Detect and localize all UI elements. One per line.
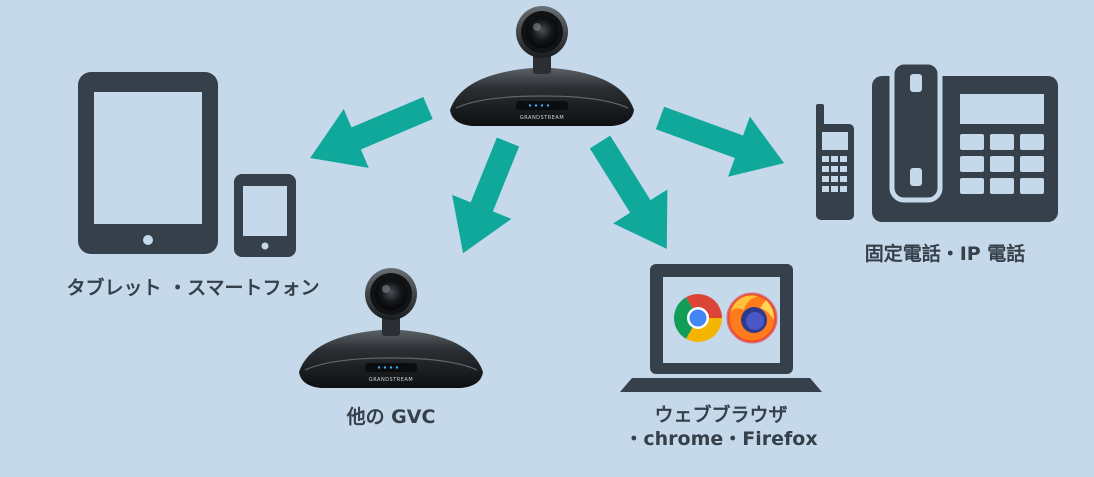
phones-label: 固定電話・IP 電話 <box>864 243 1026 265</box>
arrow-to-phones <box>655 106 785 177</box>
arrow-down-right-icon <box>589 135 668 249</box>
desk-phone-cordless-phone-icon <box>816 59 1058 222</box>
other-gvc-label: 他の GVC <box>346 406 436 428</box>
tablet-smartphone-label: タブレット ・スマートフォン <box>66 277 320 299</box>
arrow-to-gvc <box>452 137 520 254</box>
center-camera-brand: GRANDSTREAM <box>520 115 564 121</box>
web-browser-label-line2: ・chrome・Firefox <box>624 428 818 450</box>
laptop-icon <box>620 264 822 392</box>
arrow-left-icon <box>310 96 433 168</box>
video-conference-camera-icon <box>449 5 635 127</box>
other-gvc-camera: GRANDSTREAM <box>298 267 484 389</box>
chrome-icon <box>674 294 722 342</box>
web-browser-label-line1: ウェブブラウザ <box>654 404 788 426</box>
tablet-smartphone-icon <box>78 72 296 257</box>
arrow-to-browser <box>589 135 668 249</box>
other-gvc-brand: GRANDSTREAM <box>369 377 413 383</box>
firefox-icon <box>726 292 778 344</box>
center-camera: GRANDSTREAM <box>449 5 635 127</box>
arrow-to-tablet <box>310 96 433 168</box>
arrow-right-icon <box>655 106 785 177</box>
arrow-down-left-icon <box>452 137 520 254</box>
